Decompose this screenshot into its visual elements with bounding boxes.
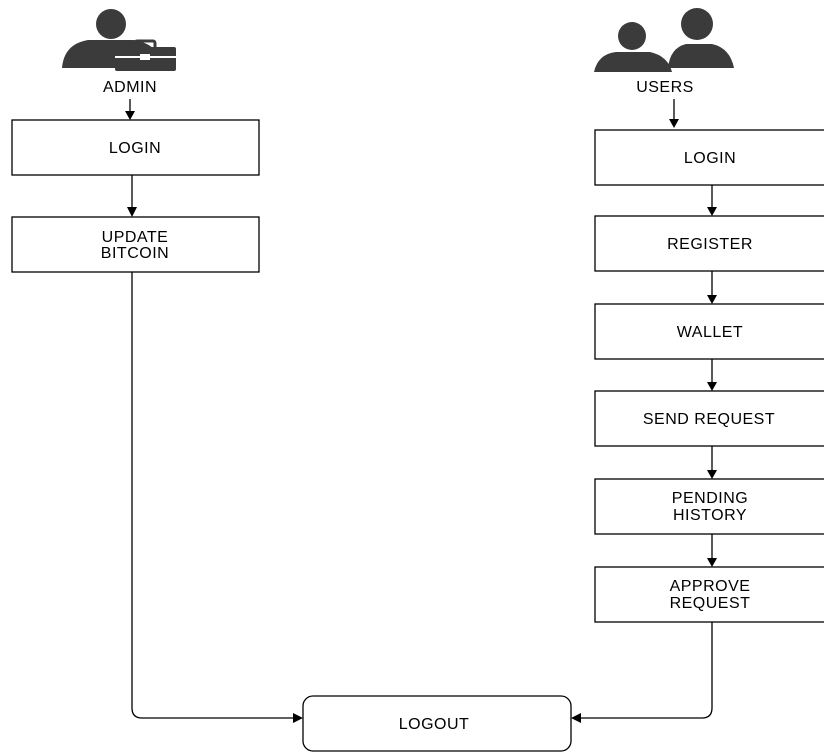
- update-bitcoin-label-line1: UPDATE: [102, 229, 169, 246]
- briefcase-icon: [115, 39, 176, 71]
- logout-node: LOGOUT: [302, 695, 572, 752]
- logout-label: LOGOUT: [399, 716, 470, 733]
- connector-approve-to-logout: [571, 622, 713, 723]
- arrow-wallet-to-send-request: [707, 359, 717, 391]
- approve-request-label-line2: REQUEST: [670, 595, 751, 612]
- wallet-node: WALLET: [594, 303, 824, 360]
- arrow-users-to-login: [669, 99, 679, 128]
- users-label: USERS: [636, 79, 694, 96]
- pending-history-node: PENDING HISTORY: [594, 478, 824, 535]
- update-bitcoin-node: UPDATE BITCOIN: [11, 216, 260, 273]
- send-request-label: SEND REQUEST: [643, 411, 775, 428]
- admin-label: ADMIN: [103, 79, 157, 96]
- connector-update-to-logout: [131, 272, 303, 723]
- approve-request-node: APPROVE REQUEST: [594, 566, 824, 623]
- approve-request-label-line1: APPROVE: [670, 578, 751, 595]
- arrow-send-request-to-pending: [707, 446, 717, 479]
- users-icon: [594, 8, 734, 72]
- arrow-pending-to-approve: [707, 534, 717, 567]
- arrow-admin-login-to-update: [127, 175, 137, 217]
- pending-history-label-line1: PENDING: [672, 490, 748, 507]
- arrow-admin-to-login: [125, 99, 135, 120]
- wallet-label: WALLET: [677, 324, 743, 341]
- register-label: REGISTER: [667, 236, 753, 253]
- admin-icon: [62, 9, 176, 71]
- send-request-node: SEND REQUEST: [594, 390, 824, 447]
- arrow-login-to-register: [707, 185, 717, 216]
- pending-history-label-line2: HISTORY: [673, 507, 747, 524]
- user-login-node: LOGIN: [594, 129, 824, 186]
- admin-login-label: LOGIN: [109, 140, 161, 157]
- arrow-register-to-wallet: [707, 271, 717, 304]
- user-login-label: LOGIN: [684, 150, 736, 167]
- admin-login-node: LOGIN: [11, 119, 260, 176]
- update-bitcoin-label-line2: BITCOIN: [101, 245, 169, 262]
- register-node: REGISTER: [594, 215, 824, 272]
